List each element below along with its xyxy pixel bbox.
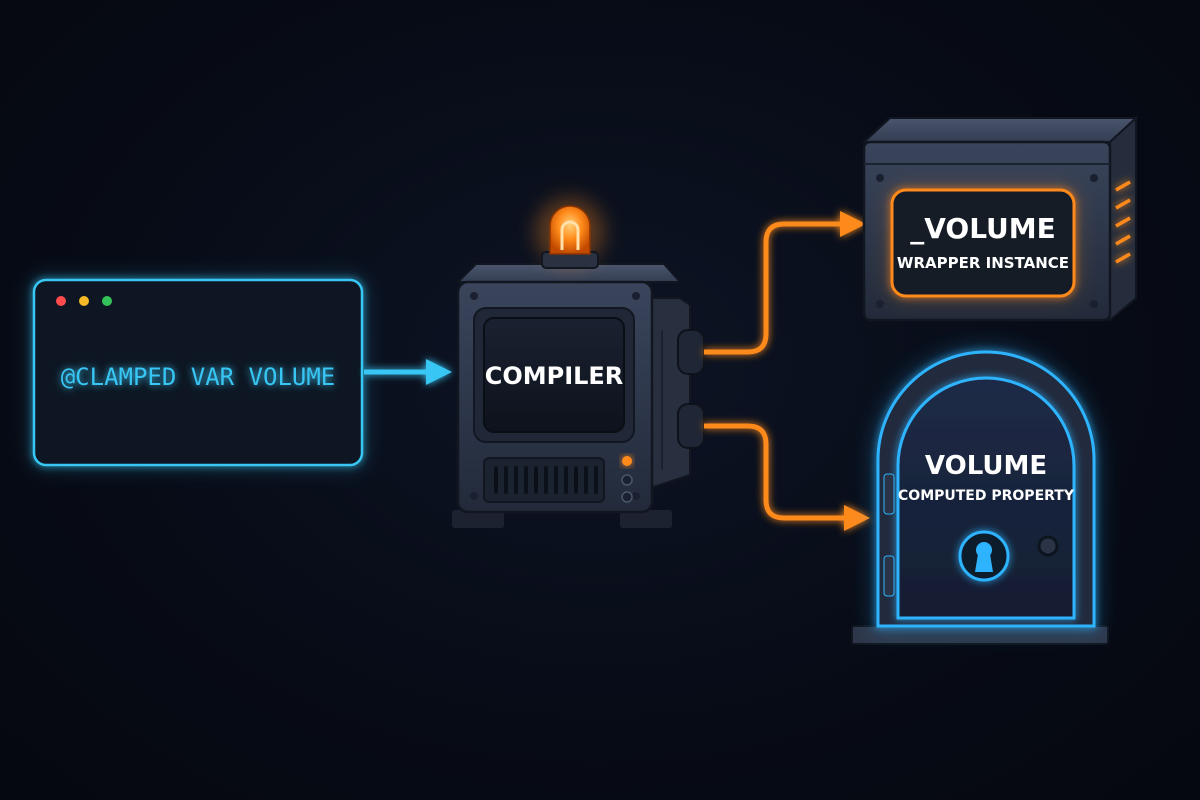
vent-slots (494, 466, 598, 494)
window-maximize-dot (102, 296, 112, 306)
vent-slot (514, 466, 518, 494)
code-window: @CLAMPED VAR VOLUME (31, 277, 365, 468)
control-knob-2 (621, 491, 633, 503)
output-arrow-bottom (704, 423, 870, 531)
vent-slot (544, 466, 548, 494)
alarm-light-icon (536, 198, 604, 269)
wrapper-side-vents (1115, 180, 1131, 264)
compiler-machine: COMPILER (452, 198, 705, 528)
vault-door: VOLUME COMPUTED PROPERTY (851, 348, 1109, 645)
wrapper-subtitle: WRAPPER INSTANCE (897, 254, 1069, 272)
vault-handle (1037, 535, 1059, 557)
compiler-label: COMPILER (485, 362, 624, 390)
connector-bottom (677, 403, 705, 449)
vent-slot (554, 466, 558, 494)
vault-inner-door (896, 376, 1076, 620)
vent-slot (584, 466, 588, 494)
control-knob-1 (621, 474, 633, 486)
output-arrow-top (704, 211, 866, 355)
vent-slot (494, 466, 498, 494)
wrapper-title: _VOLUME (910, 212, 1056, 245)
wrapper-box: _VOLUME WRAPPER INSTANCE (861, 115, 1139, 323)
vent-slot (504, 466, 508, 494)
vent-slot (564, 466, 568, 494)
code-line: @CLAMPED VAR VOLUME (61, 363, 336, 391)
window-close-dot (56, 296, 66, 306)
vent-slot (594, 466, 598, 494)
wrapper-screen (890, 188, 1076, 298)
hinge-top (883, 473, 895, 515)
vault-title: VOLUME (925, 451, 1047, 481)
compiler-screen (483, 317, 625, 433)
vent-slot (524, 466, 528, 494)
status-led (622, 456, 632, 466)
window-minimize-dot (79, 296, 89, 306)
keyhole-icon (958, 530, 1010, 582)
vault-subtitle: COMPUTED PROPERTY (898, 488, 1075, 504)
input-arrow (364, 359, 452, 385)
code-window-frame (32, 278, 364, 467)
connector-top (677, 329, 705, 375)
hinge-bottom (883, 555, 895, 597)
vent-slot (534, 466, 538, 494)
vent-slot (574, 466, 578, 494)
